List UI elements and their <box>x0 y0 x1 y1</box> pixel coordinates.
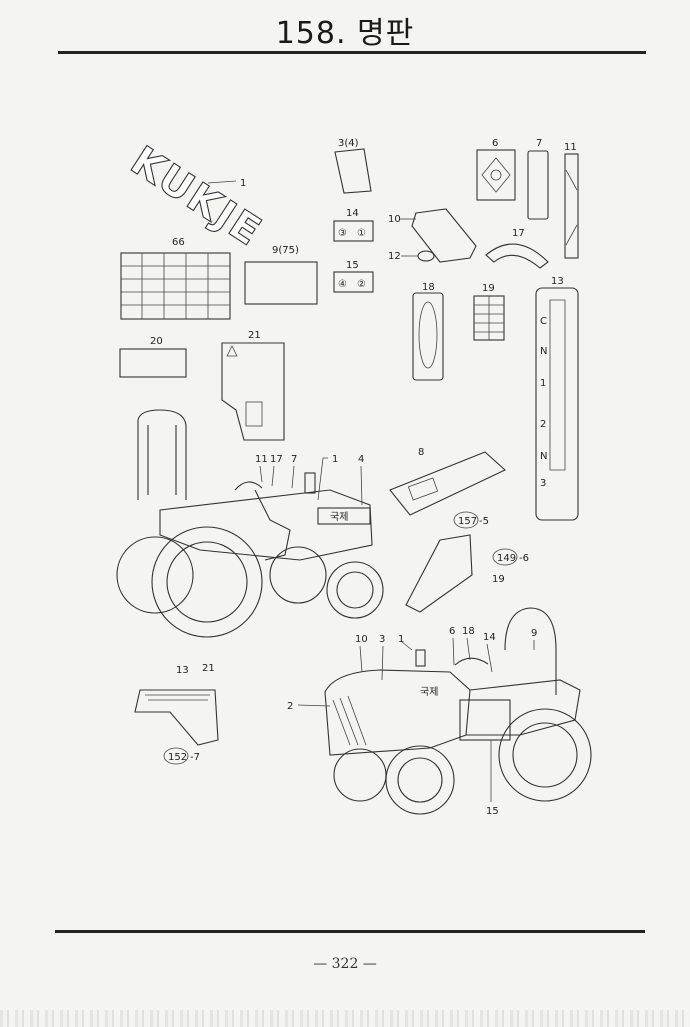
ref-157-circle <box>453 511 479 529</box>
bottom-rule <box>55 930 645 933</box>
t2-callout-6: 6 <box>449 626 455 637</box>
t1-callout-11: 11 <box>255 454 268 465</box>
callout-19b: 19 <box>492 574 505 585</box>
leader-1 <box>207 180 237 184</box>
step-part-detail <box>145 694 210 701</box>
callout-6: 6 <box>492 138 498 149</box>
t2-callout-2: 2 <box>287 701 293 712</box>
t1-leaders <box>259 457 363 506</box>
floor-mat-panel <box>407 477 439 501</box>
kukje-logo-text: KUKJE <box>123 138 270 256</box>
top-rule <box>58 51 646 54</box>
decal-18-oval <box>418 301 438 369</box>
decal-20 <box>119 348 187 378</box>
shift-strip-13 <box>535 287 579 521</box>
decal-15 <box>333 271 374 293</box>
decal-3-tag <box>334 148 372 194</box>
bottom-callout-21: 21 <box>202 663 215 674</box>
decal-19-lines <box>474 296 504 340</box>
page-title: 158. 명판 <box>275 16 415 51</box>
lever-cover-10 <box>411 208 477 263</box>
decal-14-a: ③ <box>338 228 347 239</box>
page-number: — 322 — <box>313 956 377 972</box>
strip-letter-n1: N <box>540 346 547 357</box>
decal-9-75 <box>244 261 318 305</box>
decal-7-strip <box>527 150 549 220</box>
t2-callout-10: 10 <box>355 634 368 645</box>
strip-letter-1: 1 <box>540 378 546 389</box>
decal-21 <box>221 342 285 441</box>
bottom-callout-13: 13 <box>176 665 189 676</box>
t2-callout-15: 15 <box>486 806 499 817</box>
strip-11-marks <box>565 169 578 246</box>
t1-callout-4: 4 <box>358 454 364 465</box>
ref-149: 149 <box>497 553 516 564</box>
kukje-logo-decal: KUKJE <box>122 137 271 256</box>
t1-callout-7: 7 <box>291 454 297 465</box>
callout-9-75: 9(75) <box>272 245 299 256</box>
callout-15: 15 <box>346 260 359 271</box>
scan-artifact-strip <box>0 1010 690 1027</box>
callout-19: 19 <box>482 283 495 294</box>
strip-letter-2: 2 <box>540 419 546 430</box>
t2-callout-1: 1 <box>398 634 404 645</box>
ref-149-circle <box>492 548 518 566</box>
ref-152-suffix: -7 <box>190 752 200 763</box>
warning-triangle-icon <box>226 345 238 357</box>
tractor2-badge: 국제 <box>420 686 438 698</box>
decal-21-window <box>245 401 263 427</box>
callout-8: 8 <box>418 447 424 458</box>
callout-11: 11 <box>564 142 577 153</box>
t1-callout-17: 17 <box>270 454 283 465</box>
t2-callout-3: 3 <box>379 634 385 645</box>
callout-12: 12 <box>388 251 401 262</box>
grid-decal-66 <box>120 252 231 320</box>
callout-13: 13 <box>551 276 564 287</box>
emblem-diamond <box>481 157 511 193</box>
ref-157-suffix: -5 <box>479 516 489 527</box>
tractor-illustration-2 <box>324 607 592 815</box>
ref-157: 157 <box>458 516 477 527</box>
decal-14-b: ① <box>357 228 366 239</box>
decal-11-strip <box>564 153 579 259</box>
decal-15-a: ④ <box>338 279 347 290</box>
ref-149-suffix: -6 <box>519 553 529 564</box>
strip-letter-c: C <box>540 316 547 327</box>
washer-12 <box>417 250 435 262</box>
tractor1-badge: 국제 <box>330 511 348 523</box>
shift-slot <box>549 299 566 471</box>
t2-callout-14: 14 <box>483 632 496 643</box>
arc-decal-17 <box>485 243 549 269</box>
strip-letter-n2: N <box>540 451 547 462</box>
callout-1: 1 <box>240 178 246 189</box>
t2-callout-18: 18 <box>462 626 475 637</box>
callout-17: 17 <box>512 228 525 239</box>
callout-3-4: 3(4) <box>338 138 359 149</box>
callout-10: 10 <box>388 214 401 225</box>
ref-152-circle <box>163 747 189 765</box>
emblem-center <box>490 169 502 181</box>
ref-152: 152 <box>168 752 187 763</box>
decal-14 <box>333 220 374 242</box>
step-part-152 <box>134 689 219 746</box>
t1-callout-1: 1 <box>332 454 338 465</box>
callout-7: 7 <box>536 138 542 149</box>
tractor-illustration-1 <box>116 409 384 638</box>
callout-21: 21 <box>248 330 261 341</box>
decal-18-frame <box>412 292 444 381</box>
callout-14: 14 <box>346 208 359 219</box>
decal-15-b: ② <box>357 279 366 290</box>
callout-20: 20 <box>150 336 163 347</box>
t2-leaders <box>297 637 535 802</box>
floor-mat-8 <box>389 451 506 516</box>
t2-callout-9: 9 <box>531 628 537 639</box>
side-cover-19 <box>405 534 473 613</box>
strip-letter-3: 3 <box>540 478 546 489</box>
decal-6-emblem <box>476 149 516 201</box>
callout-18: 18 <box>422 282 435 293</box>
callout-66: 66 <box>172 237 185 248</box>
